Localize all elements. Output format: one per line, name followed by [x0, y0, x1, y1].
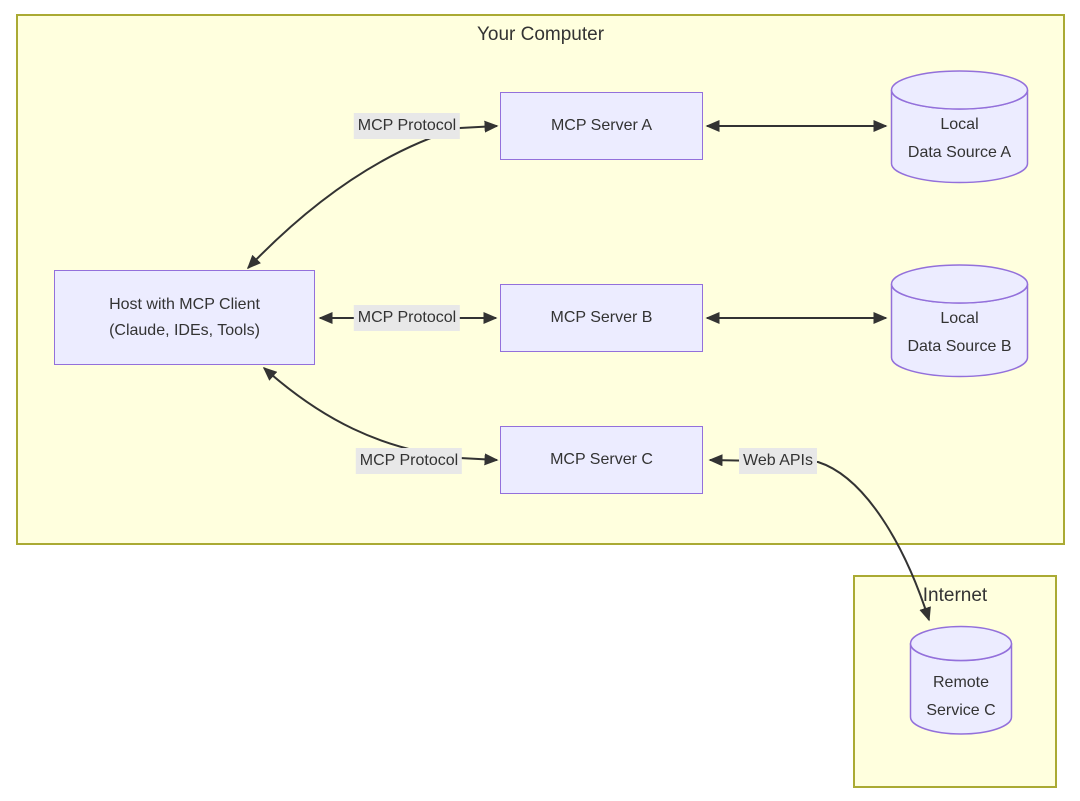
node-host-label-line1: Host with MCP Client	[109, 295, 260, 313]
edge-server-c-remote-service-c	[708, 454, 931, 622]
node-host-with-mcp-client: Host with MCP Client (Claude, IDEs, Tool…	[54, 270, 315, 365]
cylinder-shape	[890, 70, 1029, 184]
node-local-data-source-a-label: Local Data Source A	[907, 116, 1012, 161]
cluster-title-internet: Internet	[922, 585, 988, 606]
node-mcp-server-a-label: MCP Server A	[550, 117, 653, 134]
node-mcp-server-c: MCP Server C	[500, 426, 703, 494]
node-mcp-server-b: MCP Server B	[500, 284, 703, 352]
cylinder-shape	[909, 625, 1013, 735]
node-local-data-source-a: Local Data Source A	[890, 70, 1029, 184]
node-mcp-server-b-label: MCP Server B	[550, 309, 653, 326]
node-mcp-server-a: MCP Server A	[500, 92, 703, 160]
cylinder-shape	[890, 264, 1029, 378]
edge-host-server-a	[246, 120, 499, 270]
edge-host-server-c	[262, 367, 499, 466]
node-local-data-source-b: Local Data Source B	[890, 264, 1029, 378]
node-remote-service-c-label: Remote Service C	[926, 674, 996, 719]
edge-label-mcp-protocol-b: MCP Protocol	[353, 305, 461, 331]
edge-label-web-apis: Web APIs	[739, 448, 817, 474]
node-local-data-source-b-label: Local Data Source B	[907, 310, 1012, 355]
cluster-title-your-computer: Your Computer	[476, 24, 605, 45]
edge-label-mcp-protocol-c: MCP Protocol	[355, 448, 463, 474]
node-remote-service-c: Remote Service C	[909, 625, 1013, 737]
edge-label-mcp-protocol-a: MCP Protocol	[353, 113, 461, 139]
node-host-label-line2: (Claude, IDEs, Tools)	[109, 321, 260, 339]
node-mcp-server-c-label: MCP Server C	[550, 451, 653, 468]
